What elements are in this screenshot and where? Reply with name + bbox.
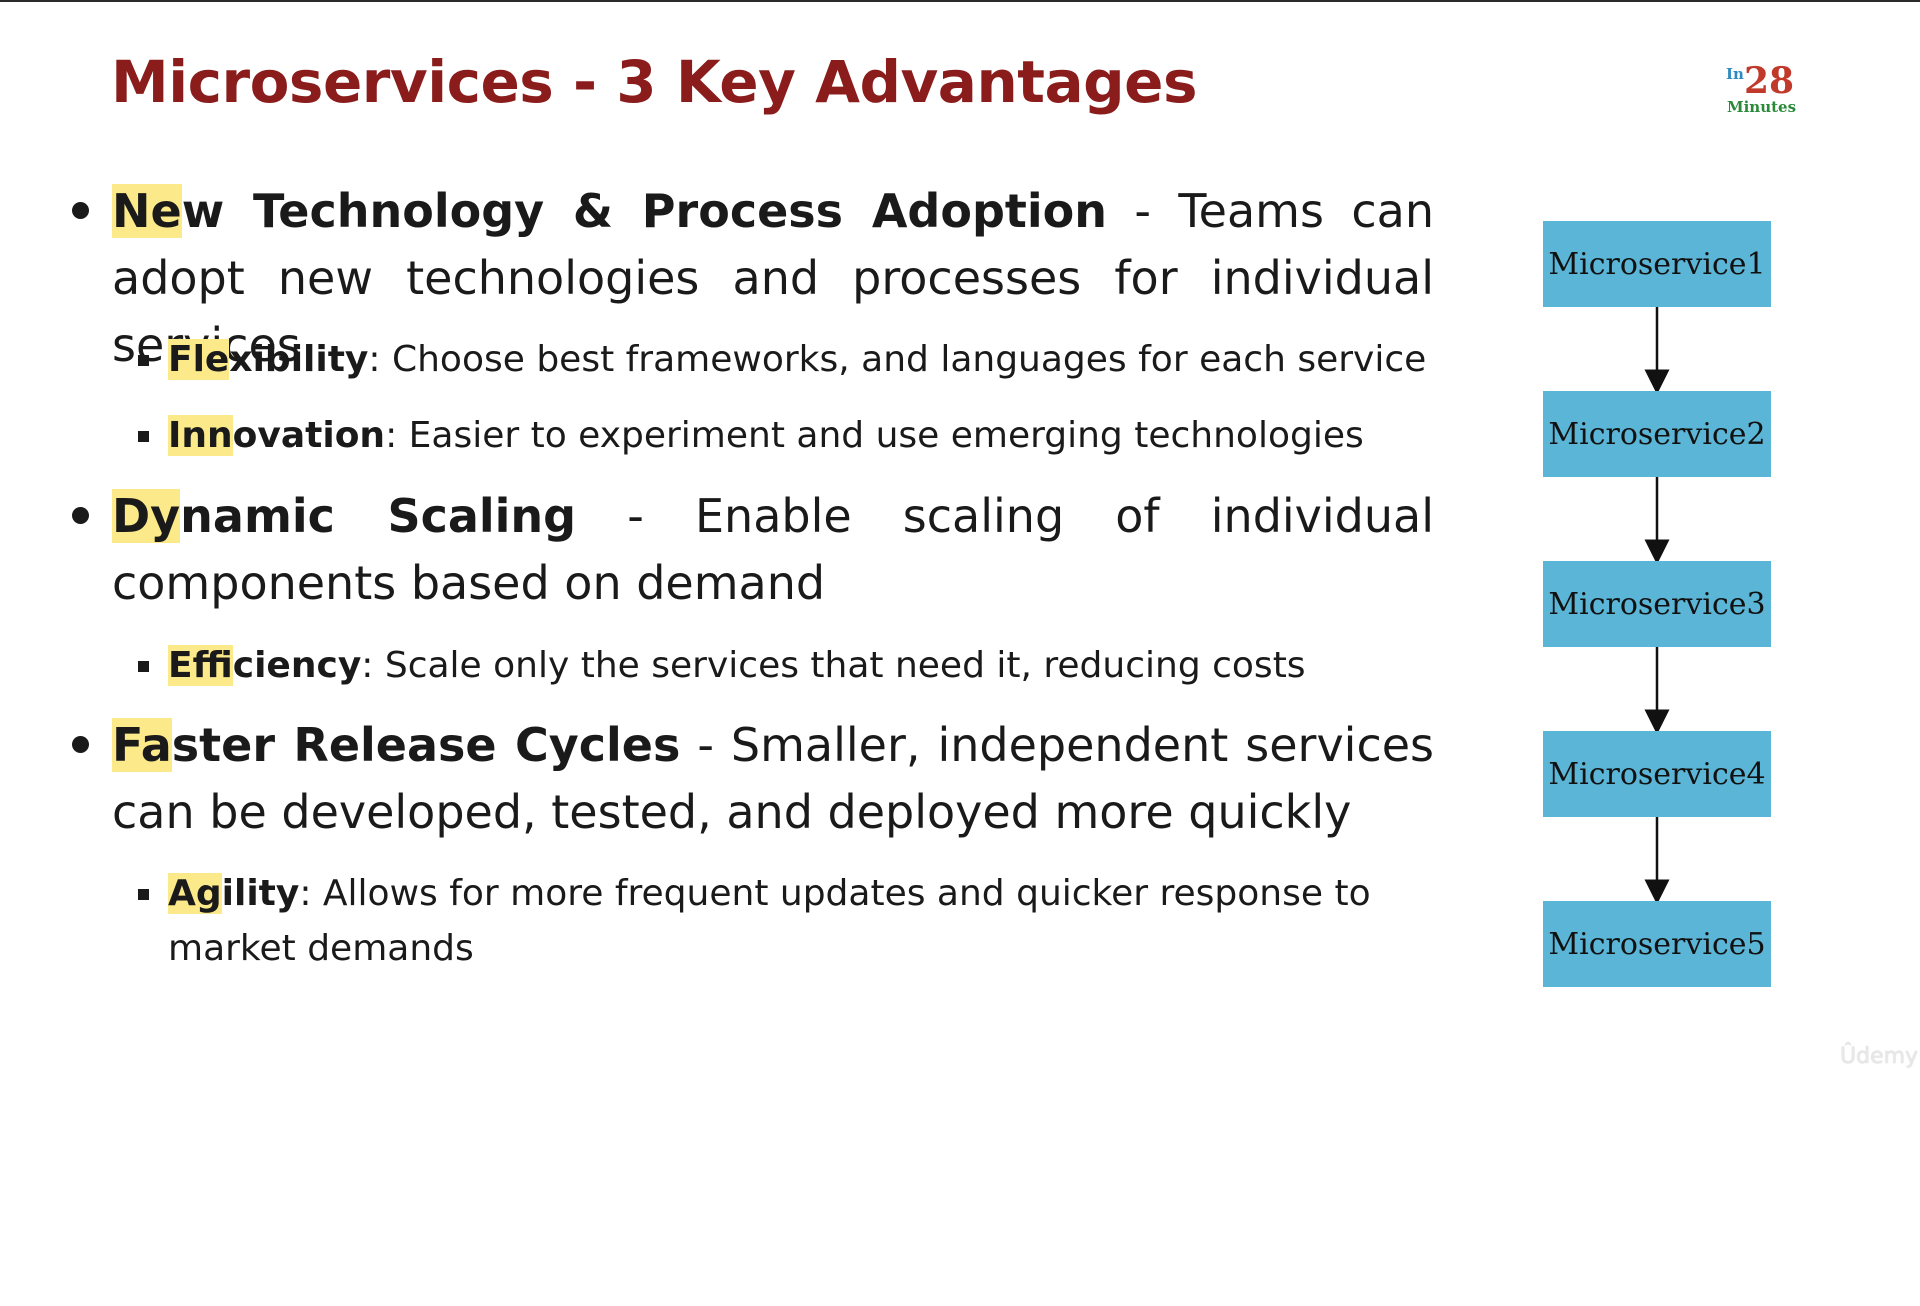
logo-prefix: In: [1726, 65, 1744, 83]
bullet-square: [138, 889, 149, 900]
udemy-watermark: Ûdemy: [1840, 1044, 1919, 1069]
logo-suffix: Minutes: [1727, 98, 1797, 116]
top-border: [0, 0, 1920, 2]
node-microservice3: Microservice3: [1543, 561, 1771, 647]
node-microservice5: Microservice5: [1543, 901, 1771, 987]
subpoint-text: : Scale only the services that need it, …: [361, 645, 1306, 686]
bullet-square: [138, 431, 149, 442]
bullet-dot: [72, 507, 89, 524]
bullet-square: [138, 661, 149, 672]
subpoint-flexibility: Flexibility: Choose best frameworks, and…: [138, 332, 1434, 387]
node-microservice4: Microservice4: [1543, 731, 1771, 817]
point-technology-adoption: New Technology & Process Adoption - Team…: [72, 178, 1434, 379]
subpoint-heading: Flexibility: [168, 339, 369, 380]
point-heading: New Technology & Process Adoption: [112, 184, 1107, 238]
bullet-dot: [72, 736, 89, 753]
subpoint-text: : Easier to experiment and use emerging …: [385, 415, 1364, 456]
subpoint-heading: Agility: [168, 873, 300, 914]
point-heading: Dynamic Scaling: [112, 489, 577, 543]
point-dynamic-scaling: Dynamic Scaling - Enable scaling of indi…: [72, 483, 1434, 617]
subpoint-agility: Agility: Allows for more frequent update…: [138, 866, 1434, 976]
point-text: - Smaller, independent services can be d…: [112, 718, 1435, 839]
subpoint-heading: Innovation: [168, 415, 386, 456]
in28minutes-logo: In28 Minutes: [1726, 60, 1836, 116]
point-heading: Faster Release Cycles: [112, 718, 681, 772]
subpoint-text: : Allows for more frequent updates and q…: [168, 873, 1371, 969]
node-microservice2: Microservice2: [1543, 391, 1771, 477]
bullet-dot: [72, 202, 89, 219]
subpoint-heading: Efficiency: [168, 645, 362, 686]
point-text: - Enable scaling of individual component…: [112, 489, 1434, 610]
point-faster-release: Faster Release Cycles - Smaller, indepen…: [72, 712, 1435, 846]
logo-number: 28: [1743, 60, 1795, 102]
subpoint-efficiency: Efficiency: Scale only the services that…: [138, 638, 1434, 693]
node-microservice1: Microservice1: [1543, 221, 1771, 307]
subpoint-innovation: Innovation: Easier to experiment and use…: [138, 408, 1434, 463]
bullet-square: [138, 355, 149, 366]
advantages-list: New Technology & Process Adoption - Team…: [72, 178, 1435, 976]
slide-title: Microservices - 3 Key Advantages: [111, 48, 1197, 116]
subpoint-text: : Choose best frameworks, and languages …: [368, 339, 1427, 380]
